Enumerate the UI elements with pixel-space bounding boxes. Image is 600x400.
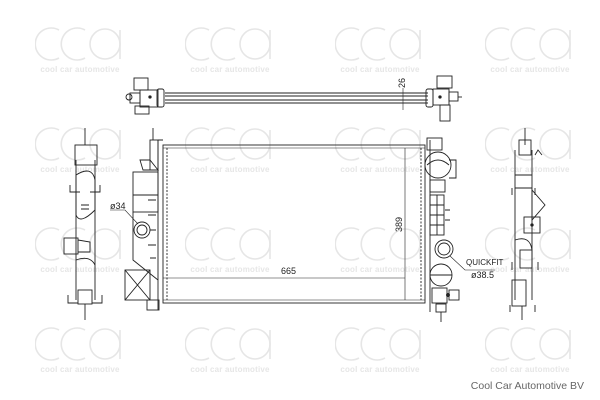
right-side-view	[509, 128, 546, 320]
watermark-text: cool car automotive	[40, 265, 120, 274]
cca-logo-icon	[334, 327, 421, 361]
watermark-text: cool car automotive	[490, 165, 570, 174]
watermark-text: cool car automotive	[490, 65, 570, 74]
inlet-diameter-label: ø34	[110, 201, 126, 211]
cca-logo-icon	[334, 27, 421, 61]
cca-logo-watermark: cool car automotive	[334, 122, 425, 182]
cca-logo-watermark: cool car automotive	[334, 22, 425, 82]
watermark-text: cool car automotive	[40, 365, 120, 374]
cca-logo-icon	[184, 327, 271, 361]
cca-logo-icon	[484, 127, 571, 161]
watermark-text: cool car automotive	[40, 65, 120, 74]
quickfit-label: QUICKFIT	[466, 258, 504, 267]
cca-logo-watermark: cool car automotive	[34, 322, 125, 382]
front-view	[110, 128, 495, 322]
cca-logo-watermark: cool car automotive	[34, 122, 125, 182]
cca-logo-watermark: cool car automotive	[184, 222, 275, 282]
cca-logo-watermark: cool car automotive	[184, 122, 275, 182]
cca-logo-icon	[484, 327, 571, 361]
watermark-text: cool car automotive	[340, 265, 420, 274]
cca-logo-icon	[484, 27, 571, 61]
watermark-text: cool car automotive	[490, 265, 570, 274]
top-view	[125, 75, 462, 122]
watermark-text: cool car automotive	[40, 165, 120, 174]
company-name: Cool Car Automotive BV	[470, 380, 584, 392]
height-dimension-label: 389	[394, 216, 404, 232]
cca-logo-icon	[184, 227, 271, 261]
cca-logo-icon	[184, 127, 271, 161]
watermark-text: cool car automotive	[340, 365, 420, 374]
cca-logo-icon	[34, 27, 121, 61]
cca-logo-watermark: cool car automotive	[34, 22, 125, 82]
cca-logo-icon	[484, 227, 571, 261]
watermark-text: cool car automotive	[190, 165, 270, 174]
watermark-text: cool car automotive	[340, 65, 420, 74]
depth-dimension-label: 26	[397, 77, 407, 88]
cca-logo-icon	[34, 127, 121, 161]
watermark-text: cool car automotive	[190, 65, 270, 74]
watermark-text: cool car automotive	[490, 365, 570, 374]
cca-logo-watermark: cool car automotive	[334, 322, 425, 382]
watermark-text: cool car automotive	[340, 165, 420, 174]
cca-logo-watermark: cool car automotive	[184, 22, 275, 82]
cca-logo-watermark: cool car automotive	[484, 22, 575, 82]
outlet-diameter-label: ø38.5	[471, 270, 495, 280]
width-dimension-label: 665	[281, 266, 297, 276]
left-side-view	[63, 128, 103, 320]
cca-logo-watermark: cool car automotive	[484, 322, 575, 382]
watermark-text: cool car automotive	[190, 365, 270, 374]
cca-logo-watermark: cool car automotive	[184, 322, 275, 382]
cca-logo-icon	[184, 27, 271, 61]
watermark-text: cool car automotive	[190, 265, 270, 274]
cca-logo-icon	[34, 327, 121, 361]
cca-logo-watermark: cool car automotive	[484, 222, 575, 282]
cca-logo-watermark: cool car automotive	[484, 122, 575, 182]
